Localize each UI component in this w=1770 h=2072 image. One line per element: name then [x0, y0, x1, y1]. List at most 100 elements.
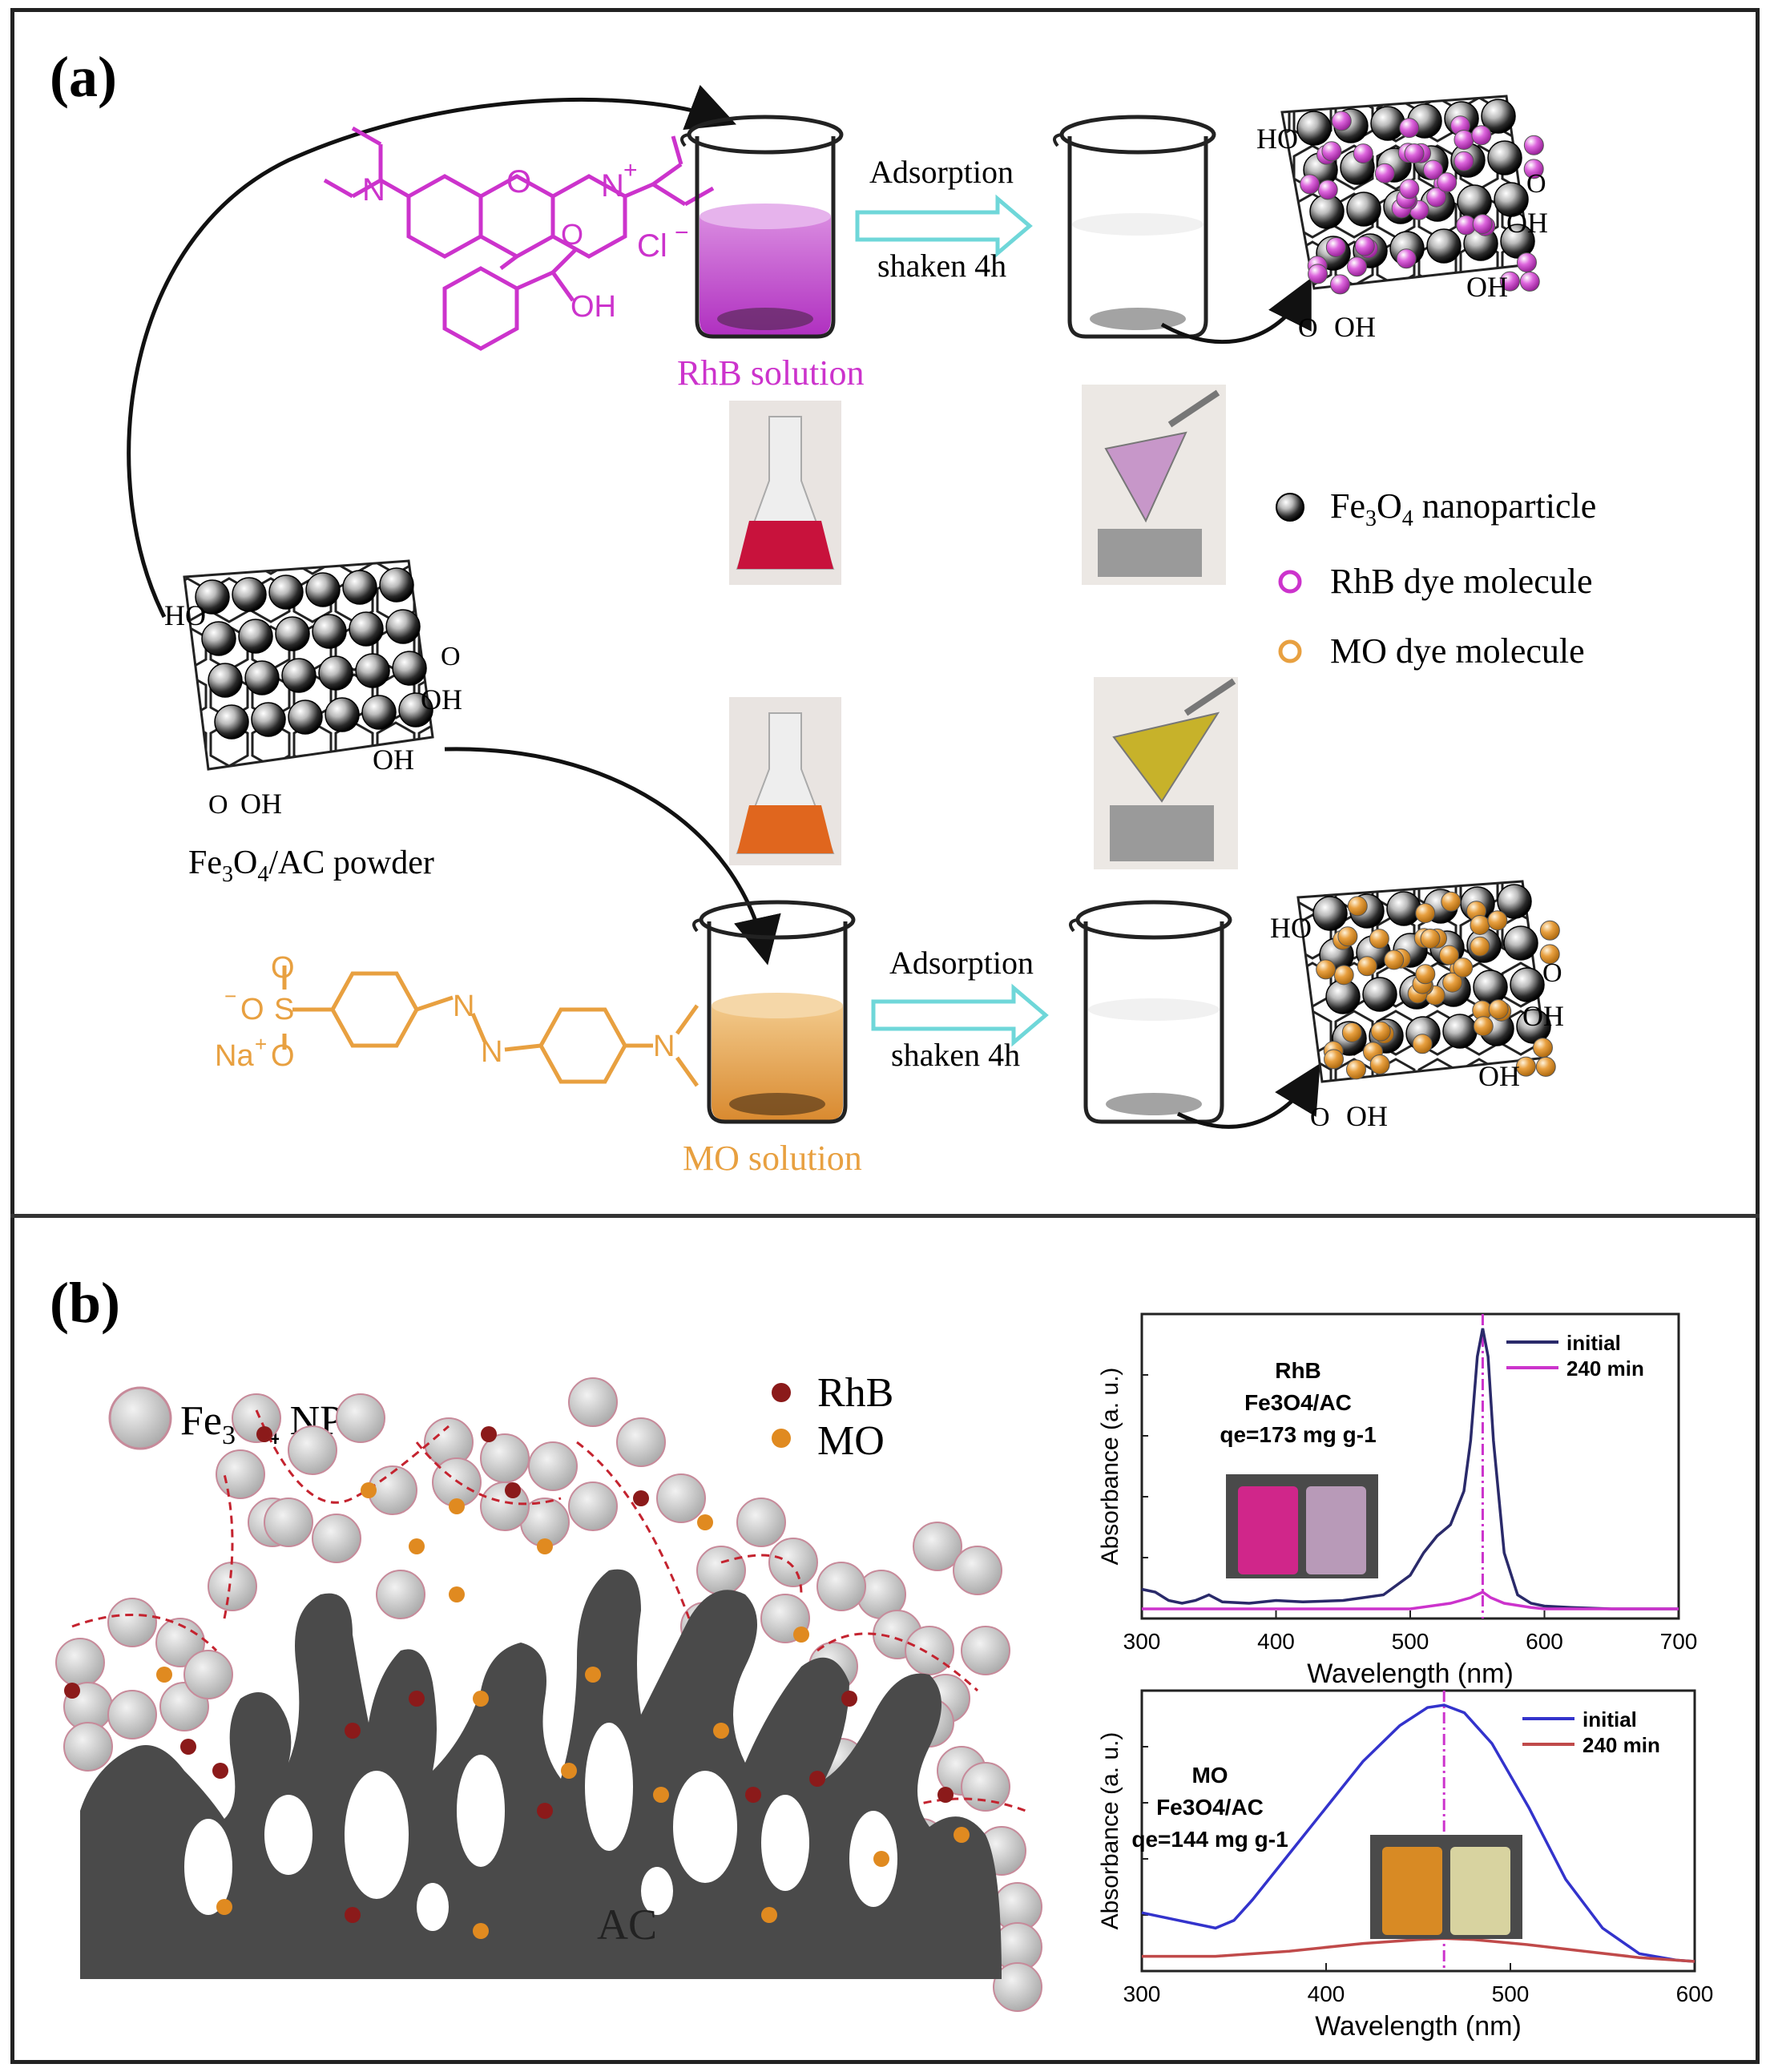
photo-rhb-filter: [1082, 385, 1226, 585]
mo-dot: [761, 1907, 777, 1923]
fe3o4-np: [63, 1722, 113, 1772]
rhb-dot: [809, 1771, 825, 1787]
fe3o4-particle: [1296, 111, 1332, 146]
fe3o4-np: [913, 1522, 962, 1571]
fe3o4-np: [993, 1962, 1042, 2012]
dye-molecule: [1300, 174, 1320, 195]
fe3o4-np: [961, 1762, 1010, 1812]
fe3o4-particle: [1494, 182, 1529, 217]
adsorption-arrow-bottom: [871, 983, 1049, 1047]
photo-rhb-flask: [729, 401, 841, 585]
rhb-dot: [537, 1803, 553, 1819]
fe3o4-np: [696, 1546, 746, 1595]
fe3o4-particle: [1516, 1009, 1551, 1044]
panel-a-label: (a): [50, 45, 117, 109]
powder-label: Fe3O4/AC powder: [188, 845, 434, 887]
rhb-dot: [409, 1691, 425, 1707]
legend-rhb-label: RhB dye molecule: [1330, 562, 1593, 601]
fe3o4-particle: [1473, 969, 1508, 1005]
rhb-beaker: [682, 117, 841, 337]
mo-sheet-o2: O: [1310, 1103, 1330, 1132]
ac-pore: [641, 1867, 673, 1915]
dye-molecule: [1337, 926, 1358, 947]
dye-molecule: [1347, 896, 1368, 917]
rhb-sheet-o: O: [1526, 169, 1546, 199]
dye-molecule: [1333, 965, 1354, 986]
dye-molecule: [1539, 920, 1560, 941]
dye-molecule: [1399, 118, 1420, 139]
fe3o4-np: [312, 1514, 361, 1563]
fe3o4-particle: [1503, 925, 1538, 961]
ac-pore: [264, 1795, 312, 1875]
fe3o4-particle: [392, 651, 427, 686]
nps-legend-icon: [108, 1386, 172, 1450]
fe3o4-particle: [312, 614, 347, 649]
dye-molecule: [1470, 936, 1490, 957]
dye-molecule: [1516, 252, 1537, 273]
mo-sheet-ho: HO: [1270, 912, 1312, 944]
powder-oh-bottom: OH: [373, 744, 414, 776]
powder-oh-low: OH: [240, 788, 282, 820]
dye-molecule: [1523, 135, 1544, 155]
fe3o4-particle: [325, 697, 360, 732]
dye-molecule: [1354, 236, 1375, 256]
chart-annotation: RhB: [1275, 1358, 1321, 1383]
mo-dot-legend-label: MO: [817, 1418, 885, 1464]
powder-particles: [195, 567, 433, 740]
legend-fe3o4-label: Fe3O4 nanoparticle: [1330, 486, 1596, 531]
fe3o4-np: [768, 1538, 818, 1587]
fe3o4-particle: [238, 619, 273, 654]
rhb-plus: +: [623, 157, 638, 183]
fe3o4-particle: [1386, 891, 1421, 926]
dye-molecule: [1329, 274, 1350, 295]
fe3o4-np: [336, 1393, 385, 1443]
ac-pore: [184, 1819, 232, 1915]
chart-annotation: qe=173 mg g-1: [1220, 1422, 1376, 1447]
dye-molecule: [1396, 248, 1417, 269]
ac-pore: [673, 1771, 737, 1883]
rhb-sheet-oh-low: OH: [1334, 311, 1376, 343]
fe3o4-particle: [251, 702, 286, 737]
dye-molecule: [1341, 1022, 1362, 1042]
fe3o4-particle: [195, 579, 230, 615]
shaken-label-top: shaken 4h: [877, 248, 1006, 284]
legend-label: 240 min: [1583, 1733, 1660, 1757]
mo-dot: [713, 1723, 729, 1739]
fe3o4-particle: [1312, 896, 1348, 931]
mo-minus: −: [224, 984, 236, 1008]
dye-molecule: [1347, 256, 1368, 277]
mo-sheet-oh-right: OH: [1522, 1000, 1564, 1032]
dye-molecule: [1532, 1038, 1553, 1058]
dye-molecule: [1321, 141, 1342, 162]
adsorption-label-top: Adsorption: [869, 154, 1014, 190]
mo-dot: [409, 1538, 425, 1554]
vial-after: [1306, 1486, 1366, 1574]
dye-molecule: [1515, 1056, 1536, 1077]
fe3o4-particle: [268, 574, 304, 610]
dye-dots: [64, 1426, 970, 1939]
mo-dot: [793, 1627, 809, 1643]
rhb-dot: [256, 1426, 272, 1442]
chart-annotation: Fe3O4/AC: [1244, 1390, 1352, 1415]
x-tick-label: 700: [1660, 1629, 1698, 1654]
fe3o4-particle: [305, 572, 341, 607]
dye-molecule: [1523, 159, 1544, 179]
dye-molecule: [1422, 159, 1443, 180]
powder-ho: HO: [164, 599, 206, 631]
mo-n2: N: [481, 1035, 502, 1069]
mo-beaker: [694, 902, 853, 1122]
rhb-solution-label: RhB solution: [677, 353, 865, 393]
mo-s: S: [274, 993, 294, 1026]
legend-label: initial: [1566, 1331, 1621, 1355]
rhb-dot: [481, 1426, 497, 1442]
empty-beaker-bottom: [1070, 902, 1230, 1122]
fe3o4-np: [656, 1473, 706, 1523]
fe3o4-particle: [361, 695, 397, 730]
fe3o4-particle: [1362, 977, 1397, 1012]
dye-molecule: [1470, 914, 1490, 935]
rhb-sheet-ho: HO: [1256, 123, 1298, 155]
powder-o-bottom: O: [208, 790, 228, 820]
x-tick-label: 500: [1392, 1629, 1429, 1654]
